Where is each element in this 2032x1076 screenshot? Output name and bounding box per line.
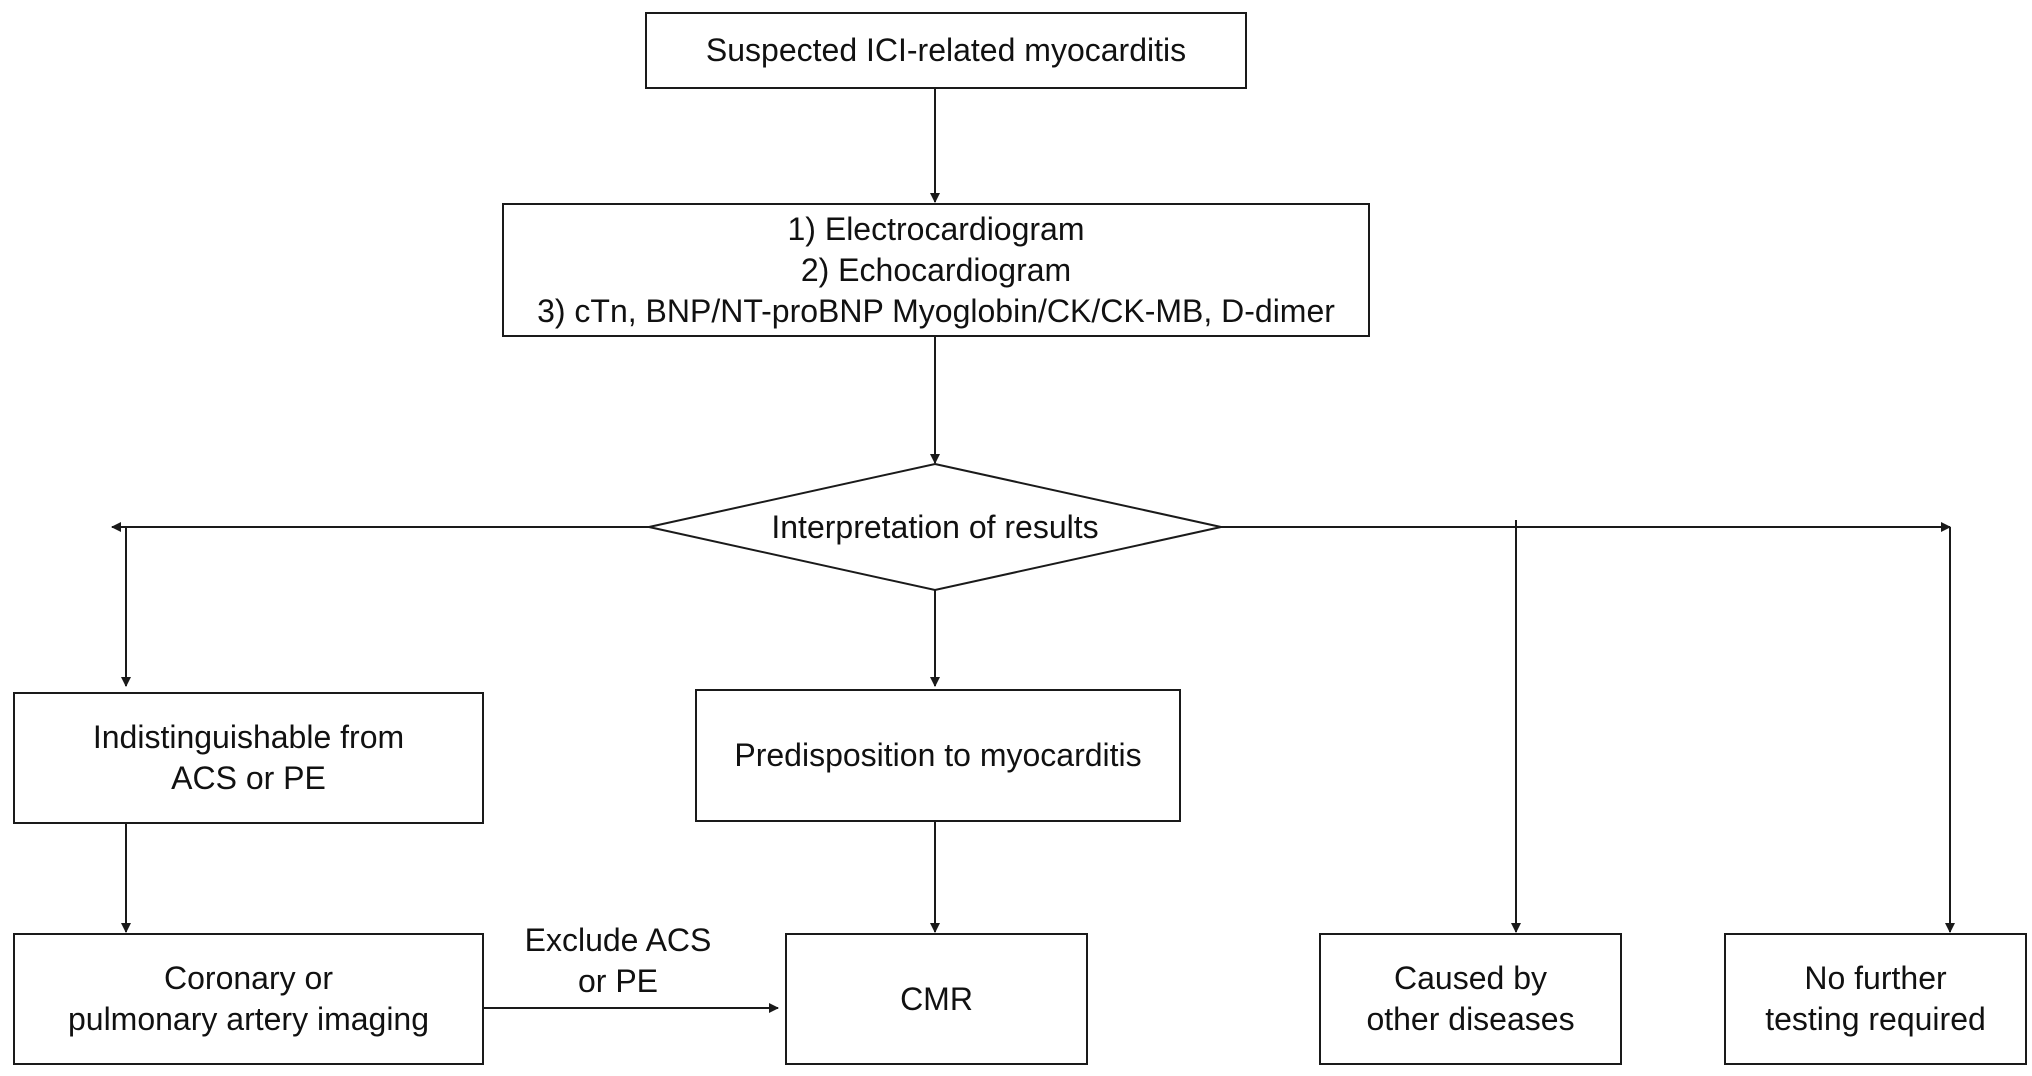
other-diseases-box: Caused by other diseases [1319, 933, 1622, 1065]
indistinguishable-box: Indistinguishable from ACS or PE [13, 692, 484, 824]
start-label: Suspected ICI-related myocarditis [705, 32, 1187, 68]
imaging-line-1: Coronary or [164, 960, 333, 996]
indistinguishable-line-1: Indistinguishable from [92, 719, 405, 755]
no-further-line-1: No further [1804, 960, 1947, 996]
imaging-box: Coronary or pulmonary artery imaging [13, 933, 484, 1065]
indistinguishable-line-2: ACS or PE [171, 760, 326, 796]
predisposition-label: Predisposition to myocarditis [734, 737, 1142, 773]
exclude-line-1: Exclude ACS [524, 922, 712, 958]
imaging-line-2: pulmonary artery imaging [67, 1001, 430, 1037]
tests-line-3: 3) cTn, BNP/NT-proBNP Myoglobin/CK/CK-MB… [537, 292, 1335, 329]
tests-box: 1) Electrocardiogram 2) Echocardiogram 3… [502, 203, 1370, 337]
cmr-box: CMR [785, 933, 1088, 1065]
cmr-label: CMR [900, 980, 973, 1017]
tests-line-2: 2) Echocardiogram [800, 251, 1072, 288]
start-box: Suspected ICI-related myocarditis [645, 12, 1247, 89]
other-diseases-line-2: other diseases [1366, 1001, 1575, 1037]
no-further-box: No further testing required [1724, 933, 2027, 1065]
other-diseases-line-1: Caused by [1394, 960, 1547, 996]
decision-label: Interpretation of results [771, 509, 1099, 545]
predisposition-box: Predisposition to myocarditis [695, 689, 1181, 822]
exclude-label: Exclude ACS or PE [508, 920, 728, 1002]
exclude-line-2: or PE [577, 963, 659, 999]
tests-line-1: 1) Electrocardiogram [787, 210, 1085, 247]
no-further-line-2: testing required [1765, 1001, 1986, 1037]
